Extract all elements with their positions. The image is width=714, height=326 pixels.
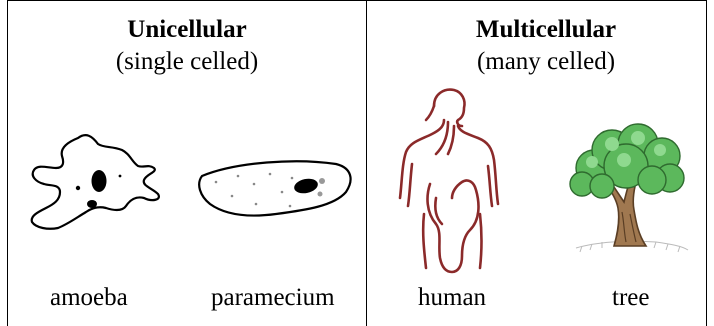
multicellular-subheading: (many celled) <box>367 48 714 76</box>
amoeba-nucleus <box>92 170 107 192</box>
human-label: human <box>418 284 486 312</box>
table-top-border <box>7 0 707 1</box>
unicellular-heading: Unicellular <box>8 16 366 44</box>
unicellular-subheading: (single celled) <box>8 48 366 76</box>
tree-label: tree <box>612 284 649 312</box>
human-illustration <box>396 86 506 278</box>
tree-illustration <box>566 124 692 258</box>
paramecium-nucleus <box>293 177 319 196</box>
paramecium-label: paramecium <box>211 284 335 312</box>
amoeba-illustration <box>26 128 178 232</box>
amoeba-label: amoeba <box>50 284 128 312</box>
paramecium-illustration <box>196 158 356 222</box>
multicellular-heading: Multicellular <box>367 16 714 44</box>
